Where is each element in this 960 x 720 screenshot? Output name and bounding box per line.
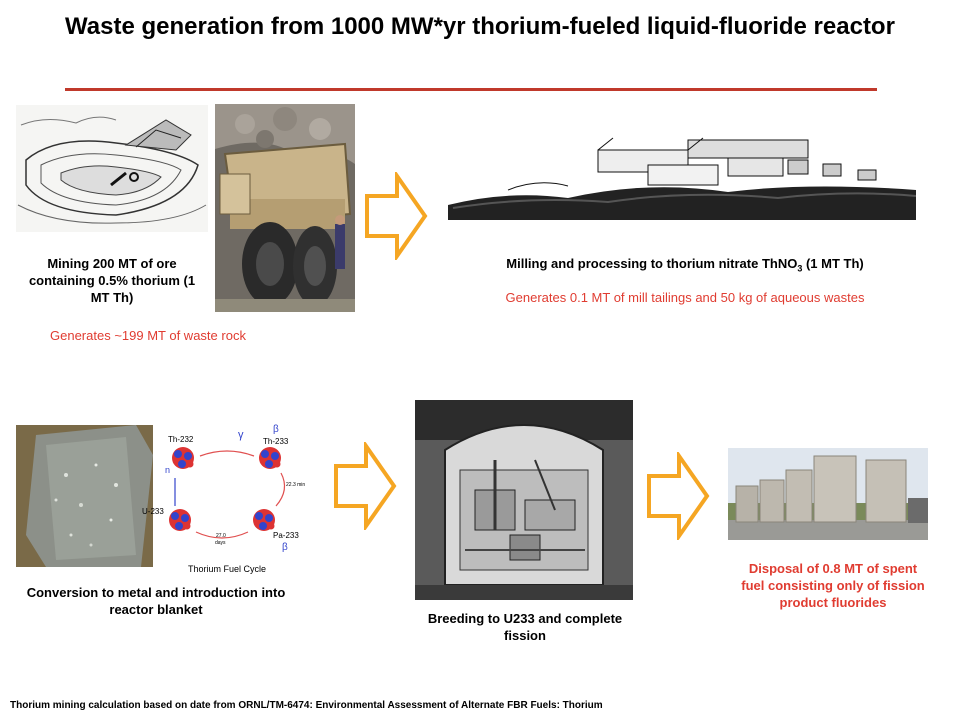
milling-caption-tail: (1 MT Th) [802, 256, 864, 271]
reactor-cutaway-photo [415, 400, 633, 600]
decay-time-2-unit: days [215, 540, 226, 546]
dry-cask-storage-photo [728, 448, 928, 540]
decay-time-1: 22.3 min [286, 482, 305, 488]
source-footnote: Thorium mining calculation based on date… [10, 700, 603, 711]
neutron-symbol: n [165, 465, 170, 475]
u233-nucleus [169, 509, 191, 531]
th232-nucleus [172, 447, 194, 469]
process-arrow-1 [365, 172, 428, 260]
milling-caption-text: Milling and processing to thorium nitrat… [506, 256, 798, 271]
breeding-caption: Breeding to U233 and complete fission [427, 611, 623, 643]
milling-caption-subscript: 3 [797, 263, 803, 274]
mine-sketch-image [16, 105, 208, 232]
process-arrow-3 [647, 452, 710, 540]
mining-waste-note: Generates ~199 MT of waste rock [50, 328, 246, 343]
title-divider [65, 88, 877, 91]
mining-caption: Mining 200 MT of ore containing 0.5% tho… [28, 256, 196, 305]
conversion-caption: Conversion to metal and introduction int… [26, 585, 286, 617]
thorium-metal-photo [16, 425, 153, 567]
pa233-nucleus [253, 509, 275, 531]
milling-waste-note: Generates 0.1 MT of mill tailings and 50… [505, 290, 865, 305]
beta-symbol-2: β [282, 542, 288, 553]
page-title: Waste generation from 1000 MW*yr thorium… [65, 13, 895, 40]
fuel-cycle-title: Thorium Fuel Cycle [188, 564, 266, 574]
th233-nucleus [259, 447, 281, 469]
th232-label: Th-232 [168, 435, 194, 444]
beta-symbol-1: β [273, 424, 279, 435]
pa233-label: Pa-233 [273, 531, 299, 540]
decay-arrow-1 [275, 472, 286, 507]
mining-truck-photo [215, 104, 355, 312]
gamma-symbol: γ [238, 429, 244, 441]
disposal-caption: Disposal of 0.8 MT of spent fuel consist… [741, 561, 925, 610]
thorium-fuel-cycle-diagram: Th-232 Th-233 Pa-233 U-233 γ β β n 22.3 … [142, 424, 305, 574]
milling-caption: Milling and processing to thorium nitrat… [430, 255, 940, 278]
th233-label: Th-233 [263, 437, 289, 446]
decay-time-2-value: 27.0 [216, 533, 226, 539]
process-arrow-2 [334, 442, 397, 530]
decay-arrow-2 [195, 531, 249, 539]
u233-label: U-233 [142, 507, 164, 516]
milling-facility-sketch [448, 120, 916, 220]
capture-arrow [199, 450, 255, 457]
